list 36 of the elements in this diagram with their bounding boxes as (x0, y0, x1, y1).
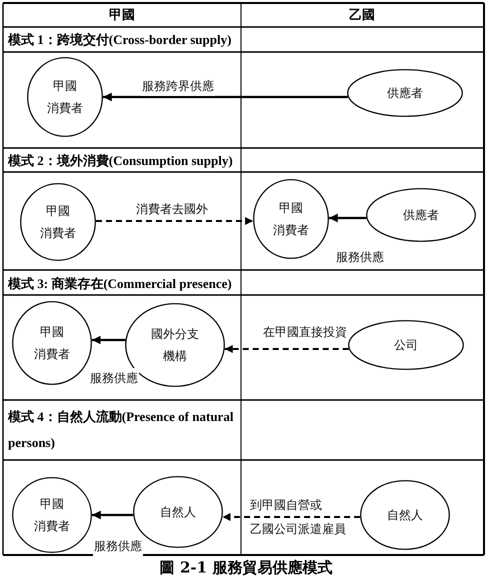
node-text: 供應者 (403, 207, 439, 224)
ellipse-node (360, 480, 450, 550)
ellipse-node (12, 477, 92, 553)
arrow (92, 510, 134, 520)
mode-heading: 模式 4：自然人流動(Presence of natural persons) (8, 408, 234, 452)
node-text: 自然人 (160, 504, 196, 521)
ellipse-node (253, 179, 329, 259)
column-header: 乙國 (349, 6, 375, 24)
arrow (224, 345, 349, 353)
arrow (329, 214, 366, 222)
column-header: 甲國 (109, 6, 135, 24)
node-text: 甲國消費者 (40, 203, 76, 242)
node-text: 國外分支機構 (151, 326, 199, 365)
mode-heading: 模式 3: 商業存在(Commercial presence) (8, 276, 233, 291)
node-text: 供應者 (387, 85, 423, 102)
arrow (92, 336, 126, 344)
node-text: 甲國消費者 (273, 200, 309, 239)
ellipse-node (125, 303, 225, 387)
mode-heading: 模式 2：境外消費(Consumption supply) (8, 153, 234, 168)
node-text: 公司 (394, 337, 418, 354)
figure-caption: 圖 2-1 服務貿易供應模式 (160, 558, 332, 578)
node-text: 甲國消費者 (47, 78, 83, 117)
edge-label: 到甲國自營或乙國公司派遣雇員 (250, 497, 346, 538)
ellipse-node (27, 57, 103, 137)
arrow (222, 513, 360, 521)
ellipse-node (348, 320, 464, 370)
node-text: 甲國消費者 (34, 496, 70, 535)
mode-heading: 模式 1：跨境交付(Cross-border supply) (8, 32, 232, 47)
ellipse-node (20, 183, 96, 261)
arrow (96, 217, 254, 225)
ellipse-node (12, 301, 92, 385)
node-text: 自然人 (387, 507, 423, 524)
ellipse-node (347, 69, 463, 117)
node-text: 甲國消費者 (34, 324, 70, 363)
ellipse-node (366, 188, 476, 242)
arrow (103, 92, 348, 102)
